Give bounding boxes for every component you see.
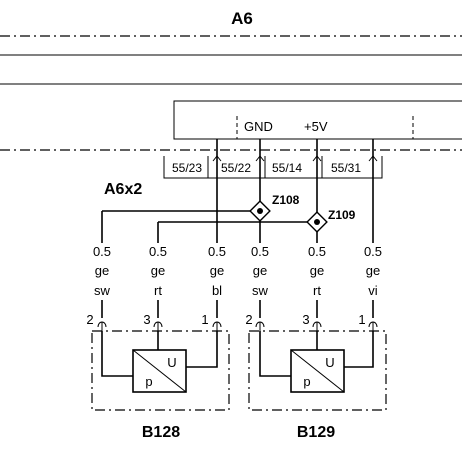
component-boundary (91, 330, 230, 411)
wire-size: 0.5 (308, 244, 326, 259)
pin-number: 3 (302, 312, 309, 327)
sensor-input-label: p (145, 374, 152, 389)
wire-size: 0.5 (93, 244, 111, 259)
wire-color-primary: ge (210, 263, 224, 278)
wire-color-primary: ge (310, 263, 324, 278)
wire-labels: 0.5 ge sw 0.5 ge rt 0.5 ge bl 0.5 ge sw … (93, 244, 382, 298)
connector-pin-label: 55/31 (331, 161, 361, 175)
connector-pin-label: 55/23 (172, 161, 202, 175)
wire-drops (101, 300, 374, 318)
wire-size: 0.5 (149, 244, 167, 259)
wire-color-primary: ge (253, 263, 267, 278)
sensor-output-label: U (167, 355, 176, 370)
wire-color-secondary: bl (212, 283, 222, 298)
submodule-box (173, 100, 462, 140)
pin-number: 1 (201, 312, 208, 327)
connector-housing (163, 156, 383, 179)
pressure-sensor-icon (132, 349, 187, 393)
pin-number: 2 (86, 312, 93, 327)
wire-color-secondary: rt (154, 283, 162, 298)
connector-name: A6x2 (104, 181, 142, 198)
wire-color-secondary: vi (368, 283, 378, 298)
component-b129: 2 3 1 U p B129 (245, 312, 387, 441)
pressure-sensor-icon (290, 349, 345, 393)
component-b128: 2 3 1 U p B128 (86, 312, 230, 441)
connector-pin-label: 55/14 (272, 161, 302, 175)
pin-contact-icon (255, 321, 378, 331)
gnd-label: GND (244, 119, 273, 134)
component-label: B128 (142, 424, 180, 441)
wire-size: 0.5 (251, 244, 269, 259)
wire-color-secondary: rt (313, 283, 321, 298)
pin-number: 3 (143, 312, 150, 327)
module-title: A6 (231, 9, 253, 28)
wire-internal (186, 331, 218, 368)
supply-label: +5V (304, 119, 328, 134)
pin-number: 1 (358, 312, 365, 327)
splice-label-z109: Z109 (328, 208, 356, 222)
connector-pin-label: 55/22 (221, 161, 251, 175)
sensor-output-label: U (325, 355, 334, 370)
wire-internal (101, 331, 133, 377)
wire-color-primary: ge (151, 263, 165, 278)
component-label: B129 (297, 424, 335, 441)
splice-z109-icon (306, 211, 328, 233)
wire-color-secondary: sw (94, 283, 111, 298)
wire-color-secondary: sw (252, 283, 269, 298)
pin-number: 2 (245, 312, 252, 327)
wire-color-primary: ge (95, 263, 109, 278)
splice-z108-icon (249, 200, 271, 222)
sensor-input-label: p (303, 374, 310, 389)
splice-label-z108: Z108 (272, 193, 300, 207)
wire-color-primary: ge (366, 263, 380, 278)
pin-contact-icon (97, 321, 222, 331)
wire-size: 0.5 (364, 244, 382, 259)
wire-size: 0.5 (208, 244, 226, 259)
wire-internal (344, 331, 374, 368)
connector-contacts (212, 155, 378, 162)
wire-internal (259, 331, 291, 377)
